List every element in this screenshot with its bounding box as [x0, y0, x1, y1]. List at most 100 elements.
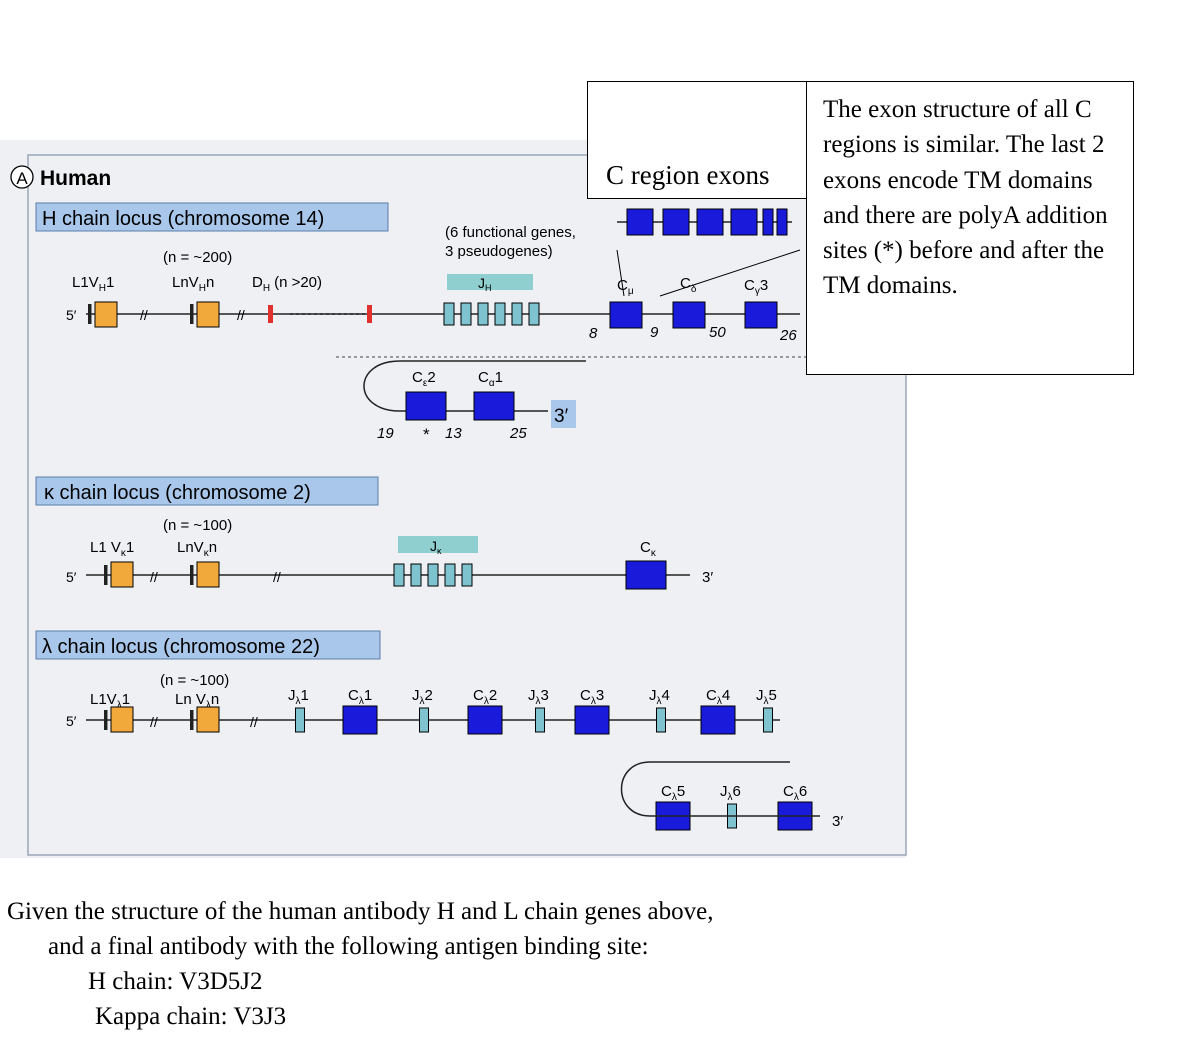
l-j1-gene	[295, 707, 305, 733]
h-v-count: (n = ~200)	[163, 249, 232, 266]
c-region-box: C region exons	[587, 81, 807, 199]
l-j3-gene	[535, 707, 545, 733]
c-region-exons	[617, 208, 792, 236]
k-5prime: 5′	[66, 569, 77, 585]
l-vn-leader	[190, 710, 194, 730]
l-j4-label: Jλ4	[649, 687, 670, 707]
k-locus-title: κ chain locus (chromosome 2)	[44, 482, 311, 504]
h-j-gene	[528, 302, 540, 326]
h-vn-label: LnVHn	[172, 274, 214, 294]
l-j2-gene	[419, 707, 429, 733]
h-dist-26: 26	[779, 327, 797, 344]
h-v1-leader	[88, 304, 92, 324]
l-c4-label: Cλ4	[706, 687, 730, 707]
k-j-gene	[461, 563, 473, 587]
h-c-g3-exon	[744, 301, 778, 329]
k-c-label: Cκ	[640, 539, 657, 559]
c-region-exon	[626, 208, 654, 236]
h-locus-title-bg	[35, 202, 389, 232]
h-d-gene-n	[367, 305, 372, 323]
h-polya-star: *	[423, 425, 430, 444]
question-line-2: and a final antibody with the following …	[48, 933, 649, 960]
h-dist-13: 13	[445, 425, 462, 442]
k-vn-label: LnVκn	[177, 539, 217, 559]
l-c3-label: Cλ3	[580, 687, 604, 707]
h-c-delta-label: Cδ	[680, 275, 697, 295]
h-dist-9: 9	[650, 324, 659, 341]
h-v1-label: L1VH1	[72, 274, 114, 294]
l-c2-label: Cλ2	[473, 687, 497, 707]
k-j-genes	[393, 563, 473, 587]
h-3prime-bg	[551, 400, 576, 428]
l-3prime: 3′	[832, 813, 843, 830]
l-j6-label: Jλ6	[720, 783, 741, 803]
h-locus-title: H chain locus (chromosome 14)	[42, 208, 324, 230]
l-locus-title-bg	[35, 630, 381, 660]
k-3prime: 3′	[702, 569, 713, 586]
h-d-gene-1	[268, 305, 273, 323]
h-j-gene	[494, 302, 506, 326]
h-j-gene	[443, 302, 455, 326]
l-c6-label: Cλ6	[783, 783, 807, 803]
l-c1-gene	[342, 705, 378, 735]
l-j4-gene	[656, 707, 666, 733]
k-vn-gene	[196, 561, 220, 588]
figure-frame	[27, 154, 907, 856]
h-j-gene	[477, 302, 489, 326]
question-line-3: H chain: V3D5J2	[88, 968, 263, 995]
h-break-1: //	[140, 307, 148, 323]
l-v1-leader	[104, 710, 108, 730]
k-break-2: //	[273, 569, 281, 585]
h-break-2: //	[237, 307, 245, 323]
c-region-exon	[730, 208, 758, 236]
l-wrap-curve	[620, 761, 651, 817]
l-v1-label: L1Vλ1	[90, 691, 130, 711]
h-dist-50: 50	[709, 324, 726, 341]
c-region-exon	[696, 208, 724, 236]
species-title: Human	[40, 167, 111, 190]
callout-text: The exon structure of all C regions is s…	[823, 96, 1108, 300]
zoom-line-left	[616, 249, 625, 297]
k-break-1: //	[150, 569, 158, 585]
h-d-label: DH(n >20)	[252, 274, 322, 294]
h-j-gene	[460, 302, 472, 326]
h-c-e2-label: Cε2	[412, 369, 436, 389]
l-vn-gene	[196, 706, 220, 733]
l-c4-gene	[700, 705, 736, 735]
l-c1-label: Cλ1	[348, 687, 372, 707]
h-vn-gene	[196, 301, 220, 328]
h-c-a1-label: Cα1	[478, 369, 503, 389]
h-c-g3-label: Cγ3	[744, 277, 768, 297]
l-j2-label: Jλ2	[412, 687, 433, 707]
l-break-1: //	[150, 714, 158, 730]
k-v-count: (n = ~100)	[163, 517, 232, 534]
h-j-gene	[511, 302, 523, 326]
l-c3-gene	[574, 705, 610, 735]
l-c2-gene	[467, 705, 503, 735]
k-vn-leader	[190, 565, 194, 585]
c-region-exon	[762, 208, 774, 236]
h-v1-gene	[94, 301, 118, 328]
l-locus-title: λ chain locus (chromosome 22)	[42, 636, 320, 658]
k-j-label-bg	[398, 536, 478, 553]
l-j5-label: Jλ5	[756, 687, 777, 707]
callout-box: The exon structure of all C regions is s…	[806, 81, 1134, 375]
h-j-note-1: (6 functional genes,	[445, 224, 576, 241]
h-j-label: JH	[478, 275, 492, 293]
c-region-exon	[662, 208, 690, 236]
h-j-label-bg	[447, 274, 533, 290]
k-c-exon	[625, 560, 667, 590]
k-j-gene	[410, 563, 422, 587]
h-c-mu-label: Cμ	[617, 277, 634, 297]
h-j-note-2: 3 pseudogenes)	[445, 243, 553, 260]
question-line-1: Given the structure of the human antibod…	[7, 898, 714, 925]
l-break-2: //	[250, 714, 258, 730]
h-c-e2-exon	[405, 391, 447, 421]
k-j-gene	[444, 563, 456, 587]
h-3prime: 3′	[554, 406, 569, 427]
k-v1-leader	[104, 565, 108, 585]
h-j-genes	[443, 302, 540, 326]
panel-label: A	[16, 169, 28, 188]
h-dist-19: 19	[377, 425, 394, 442]
h-dist-25: 25	[509, 425, 527, 442]
